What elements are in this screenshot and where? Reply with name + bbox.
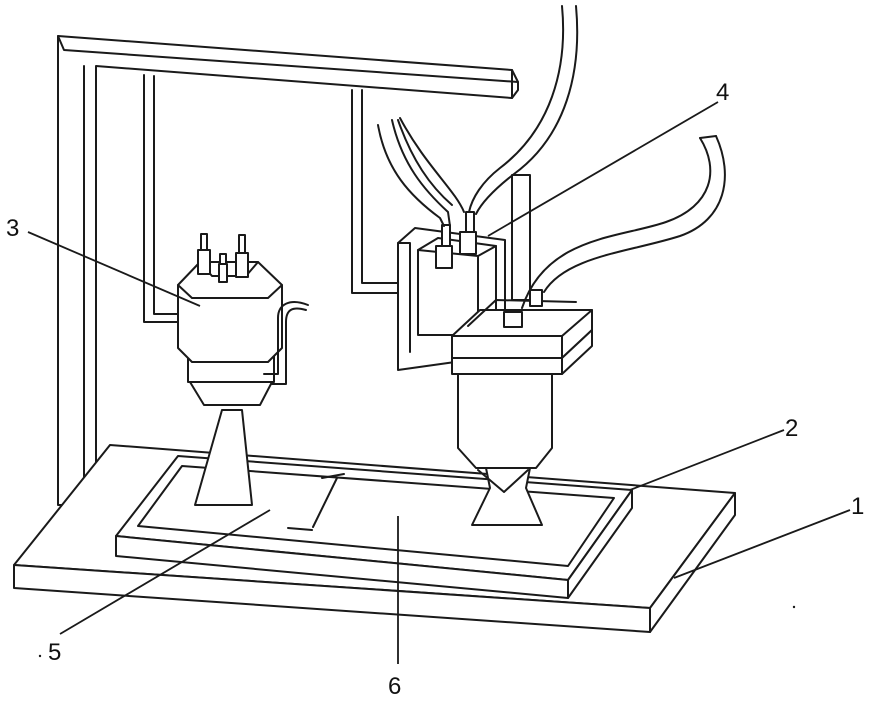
label-5: 5: [48, 639, 61, 666]
label-2: 2: [785, 415, 798, 442]
label-3: 3: [6, 215, 19, 242]
label-1: 1: [851, 493, 864, 520]
label-6: 6: [388, 673, 401, 700]
label-4: 4: [716, 79, 729, 106]
